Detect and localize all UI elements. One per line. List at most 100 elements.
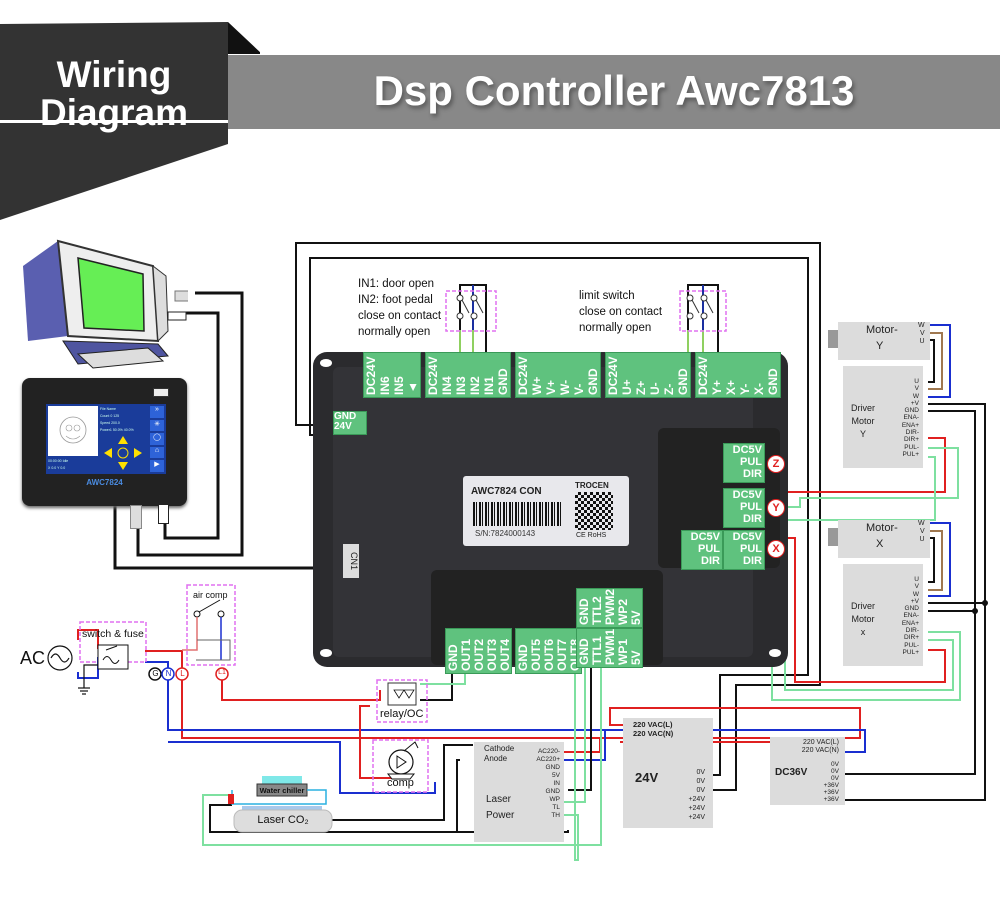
terminal-pin: OUT3 bbox=[485, 638, 499, 671]
ac-label: AC bbox=[20, 648, 46, 668]
terminal-pin: OUT1 bbox=[459, 638, 473, 671]
frame-wires bbox=[295, 242, 821, 791]
laser-tube bbox=[233, 809, 333, 833]
frame-icon[interactable]: ◯ bbox=[150, 433, 164, 445]
pin-label: IN bbox=[553, 780, 561, 787]
terminal-pin: Z- bbox=[662, 383, 676, 395]
pin-label: +V bbox=[910, 597, 919, 605]
node-g: G bbox=[152, 669, 159, 678]
power-terminal[interactable]: GND 24V bbox=[333, 411, 367, 435]
pin-label: +36V bbox=[823, 796, 839, 803]
pin-label: 0V bbox=[831, 775, 839, 782]
terminal-pin: TTL1 bbox=[590, 636, 604, 665]
badge-line-2: Diagram bbox=[39, 92, 189, 133]
hmi-jog-pad[interactable] bbox=[102, 434, 144, 472]
cn1-port[interactable]: CN1 bbox=[343, 544, 359, 578]
ac-nodes bbox=[148, 667, 229, 681]
pin-label: 0V bbox=[831, 768, 839, 775]
node-l: L bbox=[180, 669, 185, 678]
badge-title: Wiring Diagram bbox=[0, 56, 228, 132]
pin-label: 0V bbox=[696, 778, 705, 785]
pin-label: DIR+ bbox=[904, 436, 919, 444]
terminal-pin: GND bbox=[676, 368, 690, 395]
hmi-panel: File Name Count 0 125 Speed 200.0 Power1… bbox=[22, 378, 187, 506]
switch-contacts bbox=[456, 294, 708, 320]
terminal-pin: IN2 bbox=[468, 376, 482, 395]
pin-label: +36V bbox=[823, 782, 839, 789]
title-bar: Dsp Controller Awc7813 bbox=[228, 55, 1000, 129]
pin-label: DIR- bbox=[905, 627, 919, 635]
arrow-right-icon bbox=[134, 448, 142, 458]
hmi-model-label: AWC7824 bbox=[86, 478, 123, 487]
hmi-time: 00:00:00 Idle bbox=[48, 459, 69, 463]
pin-label: GND bbox=[904, 605, 919, 613]
brand-label: TROCEN bbox=[575, 481, 609, 490]
air-comp-highlight bbox=[186, 584, 236, 666]
terminal-pin: 5V bbox=[629, 610, 643, 625]
terminal-pin: IN5 bbox=[392, 376, 406, 395]
arrow-left-icon bbox=[104, 448, 112, 458]
badge-shape bbox=[0, 22, 260, 220]
terminal-pin: IN1 bbox=[482, 376, 496, 395]
terminal-pin: DC24V bbox=[426, 356, 440, 395]
fast-forward-icon[interactable]: » bbox=[150, 406, 164, 418]
laser-icon[interactable]: ✳ bbox=[150, 419, 164, 432]
pin-label: 0V bbox=[831, 761, 839, 768]
node-n: N bbox=[165, 669, 172, 678]
axis-marker-y: Y bbox=[767, 499, 785, 517]
terminal-pin: W- bbox=[558, 379, 572, 395]
hmi-status-table: File Name Count 0 125 Speed 200.0 Power1… bbox=[100, 407, 134, 432]
comp-label: comp bbox=[387, 777, 414, 789]
motor-shaft bbox=[828, 528, 838, 546]
terminal-pin: GND bbox=[516, 644, 530, 671]
barcode bbox=[473, 502, 563, 526]
start-icon[interactable]: ▶ bbox=[150, 460, 164, 472]
usb-plug-icon bbox=[167, 311, 187, 321]
pin-label: TL bbox=[552, 804, 560, 811]
pin-label: U bbox=[914, 378, 919, 385]
pin-label: TH bbox=[551, 812, 560, 819]
product-label: AWC7824 CON S/N:7824000143 TROCEN CE RoH… bbox=[463, 476, 629, 546]
origin-home-icon[interactable]: ⌂ bbox=[150, 446, 164, 459]
chiller-tank bbox=[262, 776, 302, 784]
note-line: IN2: foot pedal bbox=[358, 294, 433, 306]
pin-label: +36V bbox=[823, 789, 839, 796]
terminal-pin: GND bbox=[577, 638, 591, 665]
pin-label: PUL+ bbox=[902, 450, 919, 458]
pin-label: GND bbox=[545, 764, 560, 771]
pin-label: AC220- bbox=[537, 748, 560, 755]
pin-label: ENA+ bbox=[901, 421, 919, 429]
pin-label: 5V bbox=[552, 772, 560, 779]
switch-levers bbox=[461, 299, 714, 314]
pin-label: +24V bbox=[688, 796, 705, 803]
mount-hole bbox=[320, 359, 332, 367]
terminal-pin: OUT7 bbox=[555, 638, 569, 671]
serial-number: S/N:7824000143 bbox=[475, 529, 536, 538]
pin-label: GND bbox=[904, 407, 919, 415]
terminal-pin: IN4 bbox=[440, 376, 454, 395]
limit-notes: limit switch close on contact normally o… bbox=[579, 288, 662, 336]
comp-highlight bbox=[372, 739, 429, 793]
pin-label: PUL+ bbox=[902, 648, 919, 656]
pin-label: ENA+ bbox=[901, 619, 919, 627]
limit-switch-highlight bbox=[679, 290, 727, 332]
terminal-pin: PWM2 bbox=[603, 589, 617, 625]
